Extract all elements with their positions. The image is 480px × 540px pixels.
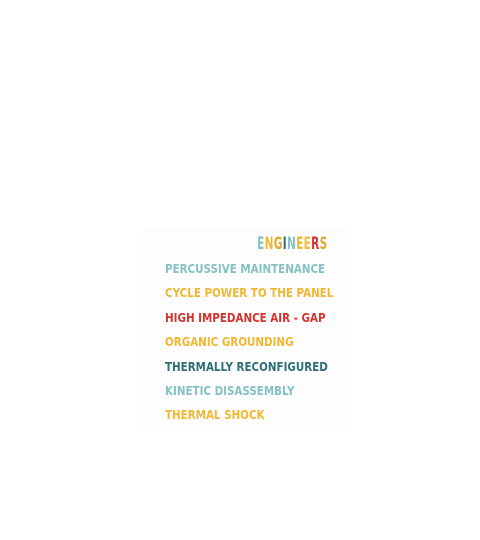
title-letter: N — [264, 234, 274, 254]
phrase-line: KINETIC DISASSEMBLY — [165, 383, 295, 398]
engineers-typography-design: ENGINEERS PERCUSSIVE MAINTENANCE CYCLE P… — [143, 228, 351, 432]
title-letter: I — [282, 234, 287, 254]
title-letter: N — [286, 234, 296, 254]
phrase-line: THERMALLY RECONFIGURED — [165, 359, 328, 374]
title-letter: E — [295, 234, 304, 254]
phrase-line: CYCLE POWER TO THE PANEL — [165, 286, 334, 301]
title-letter: E — [256, 234, 265, 254]
title-letter: E — [303, 234, 311, 254]
title-letter: S — [319, 234, 327, 254]
engineers-title: ENGINEERS — [257, 235, 327, 253]
phrase-line: ORGANIC GROUNDING — [165, 335, 294, 350]
phrase-list: PERCUSSIVE MAINTENANCE CYCLE POWER TO TH… — [165, 262, 361, 433]
title-letter: G — [273, 234, 283, 254]
phrase-line: PERCUSSIVE MAINTENANCE — [165, 262, 326, 276]
phrase-line: THERMAL SHOCK — [165, 408, 265, 423]
title-letter: R — [310, 234, 320, 254]
phrase-line: HIGH IMPEDANCE AIR - GAP — [165, 310, 326, 325]
